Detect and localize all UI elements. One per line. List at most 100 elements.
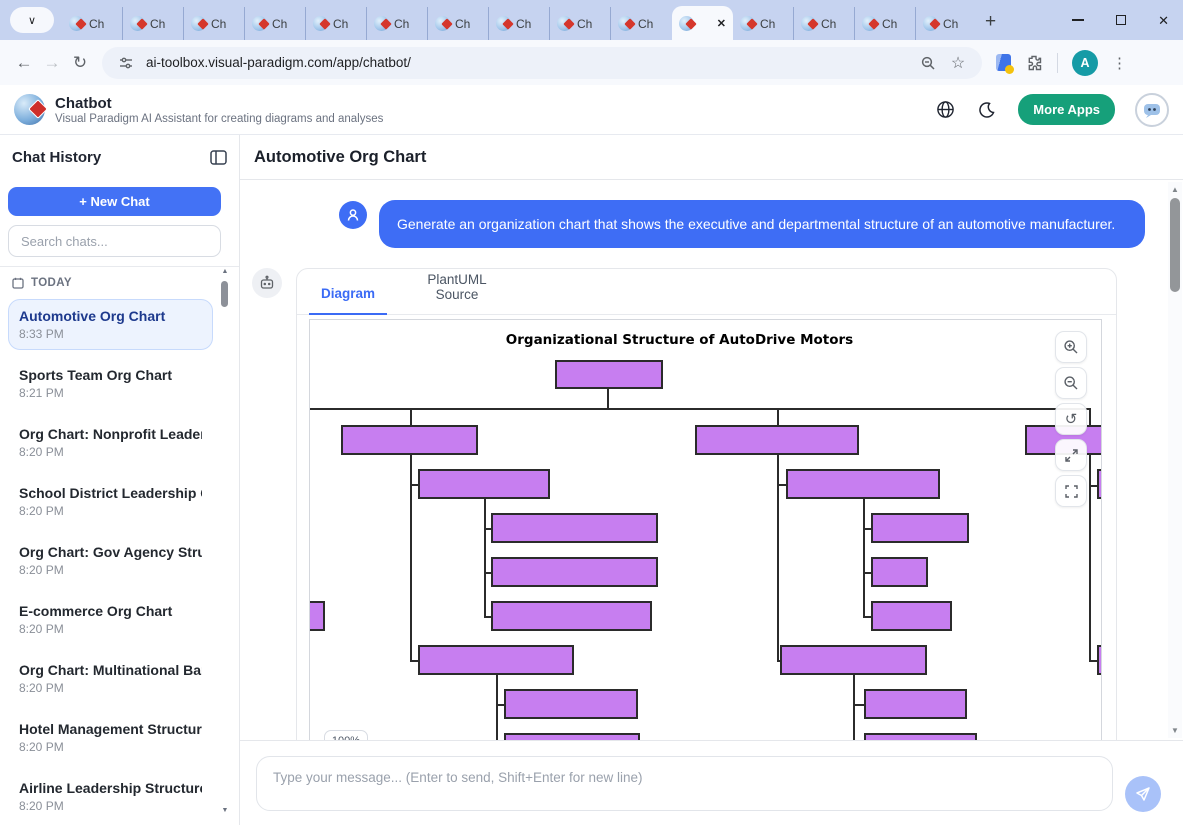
sidebar-title: Chat History (12, 149, 102, 166)
org-node[interactable] (491, 557, 658, 587)
org-node[interactable] (491, 513, 658, 543)
minimize-icon[interactable] (1072, 19, 1085, 21)
extensions-puzzle-icon[interactable] (1025, 54, 1043, 72)
chat-history-item[interactable]: Hotel Management Structure 8:20 PM (8, 712, 213, 763)
browser-tab[interactable]: ✕ (672, 6, 733, 40)
chat-history-item[interactable]: Airline Leadership Structure 8:20 PM (8, 771, 213, 822)
search-input[interactable] (8, 225, 221, 257)
scroll-up-icon[interactable]: ▲ (1171, 185, 1179, 194)
browser-tab[interactable]: Ch (184, 7, 245, 40)
org-node[interactable] (695, 425, 859, 455)
org-node[interactable] (418, 645, 574, 675)
org-node[interactable] (780, 645, 927, 675)
site-favicon (374, 16, 392, 31)
bookmark-star-icon[interactable]: ☆ (950, 54, 966, 72)
chat-history-item[interactable]: Automotive Org Chart 8:33 PM (8, 299, 213, 350)
tab-plantuml-source[interactable]: PlantUML Source (427, 272, 487, 302)
chat-history-item[interactable]: School District Leadership C... 8:20 PM (8, 476, 213, 527)
org-chart-viewport[interactable]: Organizational Structure of AutoDrive Mo… (309, 319, 1102, 740)
reload-icon[interactable]: ↻ (72, 52, 88, 72)
browser-tab[interactable]: Ch (428, 7, 489, 40)
reading-list-icon[interactable] (996, 54, 1014, 74)
org-node[interactable] (491, 601, 652, 631)
org-node[interactable] (310, 601, 325, 631)
chat-history-item[interactable]: Org Chart: Gov Agency Struc... 8:20 PM (8, 535, 213, 586)
zoom-lens-icon[interactable] (918, 53, 938, 73)
fullscreen-icon[interactable] (1055, 475, 1087, 507)
scroll-down-icon[interactable]: ▼ (1171, 726, 1179, 735)
zoom-out-icon[interactable] (1055, 367, 1087, 399)
browser-tab[interactable]: Ch (245, 7, 306, 40)
org-node[interactable] (871, 513, 969, 543)
tab-close-icon[interactable]: ✕ (716, 17, 726, 30)
browser-tab[interactable]: Ch (62, 7, 123, 40)
new-tab-button[interactable]: + (985, 11, 997, 32)
browser-tab[interactable]: Ch (611, 7, 672, 40)
org-node[interactable] (871, 557, 928, 587)
org-node[interactable] (1097, 469, 1101, 499)
site-favicon (313, 16, 331, 31)
expand-icon[interactable] (1055, 439, 1087, 471)
browser-tab[interactable]: Ch (306, 7, 367, 40)
org-node[interactable] (341, 425, 478, 455)
org-node[interactable] (504, 733, 640, 740)
forward-icon[interactable]: → (43, 52, 61, 72)
user-message-bubble: Generate an organization chart that show… (379, 200, 1145, 248)
chat-history-item[interactable]: Org Chart: Multinational Bank 8:20 PM (8, 653, 213, 704)
chat-item-time: 8:33 PM (19, 327, 64, 341)
send-button[interactable] (1125, 776, 1161, 812)
browser-tab[interactable]: Ch (550, 7, 611, 40)
org-node[interactable] (1097, 645, 1101, 675)
chat-history-item[interactable]: Org Chart: Nonprofit Leader... 8:20 PM (8, 417, 213, 468)
zoom-in-icon[interactable] (1055, 331, 1087, 363)
back-icon[interactable]: ← (15, 52, 33, 72)
org-node[interactable] (864, 733, 977, 740)
message-input[interactable] (256, 756, 1113, 811)
globe-icon[interactable] (934, 99, 956, 121)
org-node[interactable] (418, 469, 550, 499)
close-icon[interactable]: ✕ (1158, 12, 1169, 28)
org-node[interactable] (504, 689, 638, 719)
scrollbar-thumb[interactable] (1170, 198, 1180, 292)
site-info-tune-icon[interactable] (116, 53, 136, 73)
browser-tab[interactable]: Ch (367, 7, 428, 40)
url-text[interactable]: ai-toolbox.visual-paradigm.com/app/chatb… (146, 55, 411, 70)
org-node[interactable] (786, 469, 940, 499)
assistant-bubble-icon[interactable] (1135, 92, 1169, 127)
org-node[interactable] (871, 601, 952, 631)
scroll-down-icon[interactable]: ▼ (221, 807, 229, 814)
maximize-icon[interactable] (1116, 15, 1127, 25)
page-title: Automotive Org Chart (254, 147, 427, 166)
browser-tab[interactable]: Ch (489, 7, 550, 40)
tab-diagram[interactable]: Diagram (309, 286, 387, 315)
org-node[interactable] (864, 689, 967, 719)
panel-toggle-icon[interactable] (210, 150, 227, 165)
more-apps-button[interactable]: More Apps (1018, 94, 1115, 125)
chat-history-item[interactable]: Sports Team Org Chart 8:21 PM (8, 358, 213, 409)
browser-tab[interactable]: Ch (733, 7, 794, 40)
sidebar-scrollbar[interactable]: ▲ ▼ (220, 268, 230, 822)
chat-scrollbar[interactable]: ▲ ▼ (1168, 182, 1182, 738)
app-logo (14, 94, 48, 125)
address-bar[interactable]: ai-toolbox.visual-paradigm.com/app/chatb… (102, 46, 982, 79)
site-favicon (923, 16, 941, 31)
scroll-up-icon[interactable]: ▲ (221, 268, 229, 275)
browser-tab[interactable]: Ch (916, 7, 977, 40)
profile-avatar[interactable]: A (1072, 49, 1098, 76)
browser-tab[interactable]: Ch (123, 7, 184, 40)
org-node[interactable] (555, 360, 663, 389)
chat-history-item[interactable]: E-commerce Org Chart 8:20 PM (8, 594, 213, 645)
new-chat-button[interactable]: + New Chat (8, 187, 221, 216)
chat-item-title: Org Chart: Nonprofit Leader... (19, 426, 202, 442)
site-favicon (618, 16, 636, 31)
site-favicon (557, 16, 575, 31)
browser-tab[interactable]: Ch (855, 7, 916, 40)
bot-response-card: Diagram PlantUML Source Organizational S… (296, 268, 1117, 740)
browser-tab[interactable]: Ch (794, 7, 855, 40)
scrollbar-thumb[interactable] (221, 281, 228, 307)
chat-item-title: E-commerce Org Chart (19, 603, 173, 619)
reset-icon[interactable]: ↺ (1055, 403, 1087, 435)
tab-search-button[interactable]: ∨ (10, 7, 54, 33)
menu-dots-icon[interactable]: ⋮ (1112, 54, 1127, 72)
moon-icon[interactable] (976, 99, 998, 121)
